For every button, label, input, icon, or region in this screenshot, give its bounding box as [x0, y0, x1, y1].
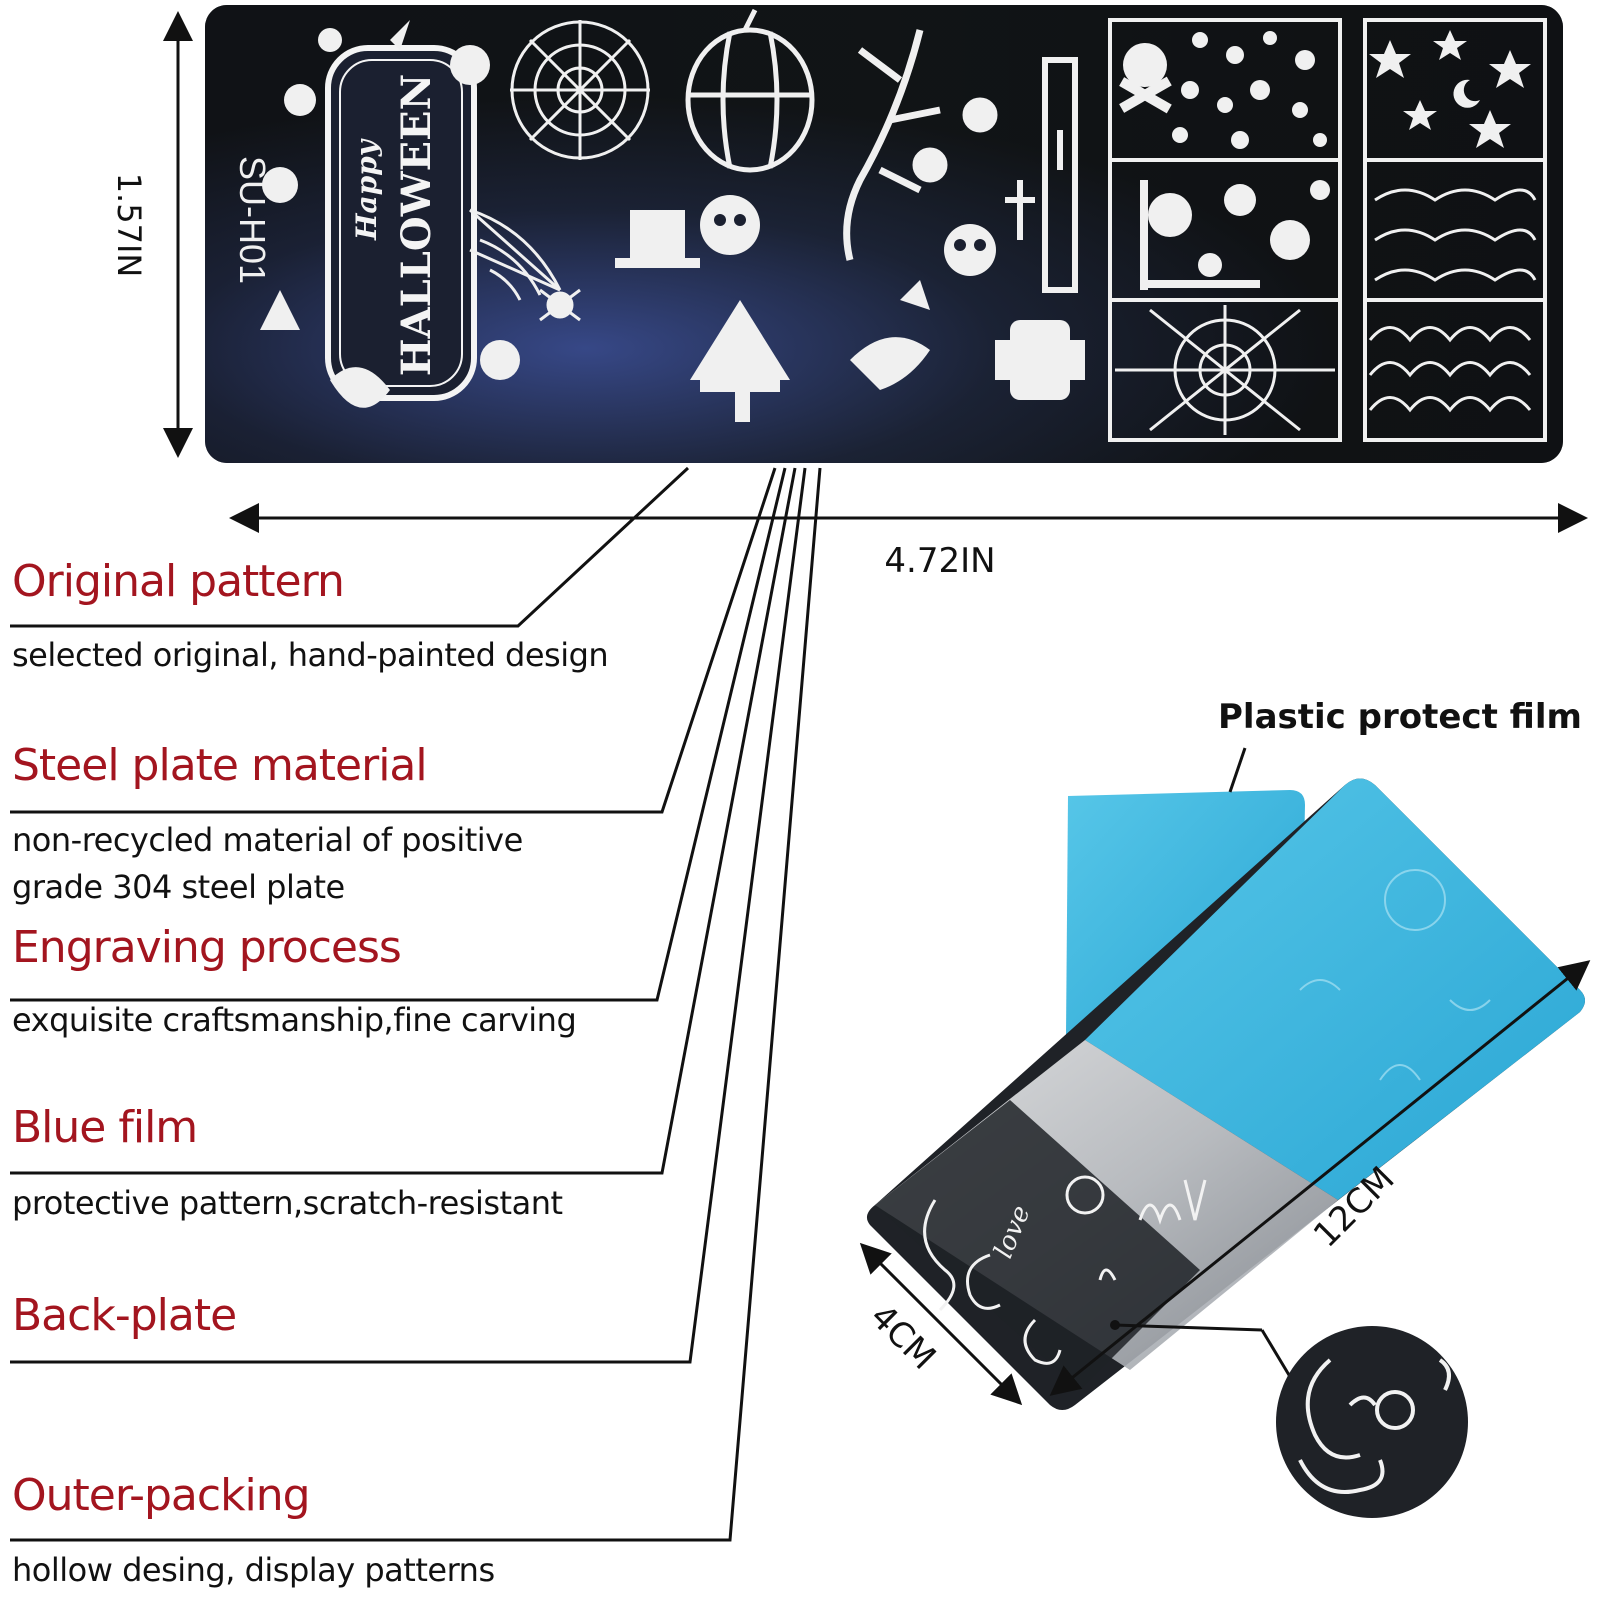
feature-title-blue-film: Blue film — [12, 1102, 198, 1153]
photo-width-arrow — [859, 1242, 1023, 1406]
spider-icon — [539, 288, 581, 322]
leader-original-pattern — [10, 466, 690, 628]
feature-desc-blue-film: protective pattern,scratch-resistant — [12, 1184, 563, 1222]
bats-pattern — [1374, 188, 1537, 282]
skull-top-hat-icon — [615, 195, 760, 268]
stamping-plate: SU-H01 Happy HALLOWEEN — [205, 5, 1563, 463]
feature-title-original-pattern: Original pattern — [12, 556, 345, 607]
leader-engraving — [10, 467, 787, 1002]
film-callout-line — [1228, 747, 1247, 793]
width-label: 4.72IN — [884, 541, 995, 581]
plastic-film-callout: Plastic protect film — [1218, 697, 1582, 737]
feature-title-engraving: Engraving process — [12, 922, 402, 973]
cobweb-pattern — [1115, 305, 1335, 435]
photo-length-arrow — [1049, 960, 1591, 1396]
feature-title-steel-plate: Steel plate material — [12, 740, 428, 791]
witch-hat-icon — [690, 300, 790, 422]
spider-web-top — [510, 20, 650, 160]
dots-pattern — [1172, 31, 1327, 149]
pattern-tiles — [1108, 18, 1547, 442]
feature-desc-original-pattern: selected original, hand-painted design — [12, 636, 609, 674]
plate-photo: love 12CM 4CM — [859, 747, 1591, 1518]
ghost-skull-icon — [944, 224, 996, 276]
feature-title-outer-packing: Outer-packing — [12, 1470, 311, 1521]
scales-pattern — [1368, 326, 1532, 413]
zoom-detail-circle — [1110, 1320, 1468, 1518]
feature-title-back-plate: Back-plate — [12, 1290, 237, 1341]
leader-lines — [10, 466, 822, 1542]
leader-blue-film — [10, 467, 797, 1175]
spooky-tree-icon — [843, 29, 998, 261]
splatter-pattern — [1140, 180, 1330, 290]
halloween-banner: Happy HALLOWEEN — [325, 45, 477, 401]
leader-back-plate — [10, 467, 807, 1364]
leader-outer-packing — [10, 467, 822, 1542]
feature-desc-steel-plate-line2: grade 304 steel plate — [12, 868, 345, 906]
feature-desc-outer-packing: hollow desing, display patterns — [12, 1551, 495, 1589]
banner-happy-text: Happy — [350, 138, 383, 241]
feature-desc-steel-plate-line1: non-recycled material of positive — [12, 821, 523, 859]
banner-decorations — [260, 20, 520, 408]
banner-halloween-text: HALLOWEEN — [393, 74, 440, 376]
witch-broom-icon — [850, 280, 930, 390]
pumpkin-icon — [685, 8, 815, 173]
zombie-icon — [995, 320, 1085, 400]
leader-steel-plate — [10, 467, 777, 814]
width-dimension: 4.72IN — [229, 503, 1588, 581]
photo-width-label: 4CM — [862, 1297, 943, 1378]
height-label: 1.57IN — [110, 173, 148, 278]
height-dimension: 1.57IN — [110, 11, 193, 458]
graveyard-icon — [1005, 57, 1078, 293]
stars-moons-pattern — [1369, 30, 1531, 148]
feature-desc-engraving: exquisite craftsmanship,fine carving — [12, 1001, 577, 1039]
skull-crossbones-icon — [1119, 43, 1172, 114]
spider-web-left — [469, 208, 562, 301]
